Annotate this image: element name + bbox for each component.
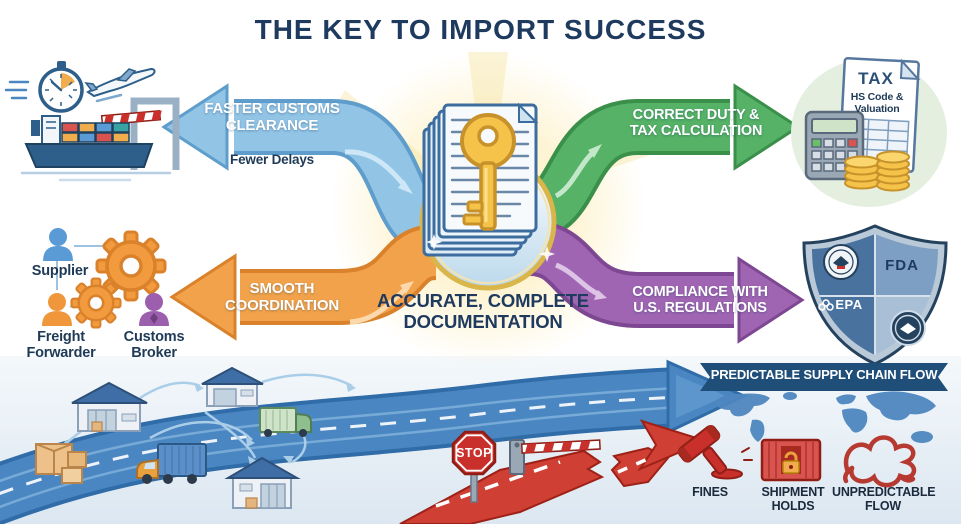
documents-key-icon xyxy=(419,102,557,291)
banner-ribbon xyxy=(700,363,948,391)
stop-sign-label: STOP xyxy=(456,446,492,460)
page-title: THE KEY TO IMPORT SUCCESS xyxy=(254,14,707,45)
smooth-coordination-label: SMOOTH COORDINATION xyxy=(225,280,339,314)
barrier-gate-icon xyxy=(509,439,601,475)
broken-road xyxy=(399,419,709,524)
supplier-icon xyxy=(43,228,73,261)
arrow-smooth-coordination xyxy=(169,224,439,341)
coordination-illustration xyxy=(42,228,169,329)
supply-chain-illustration xyxy=(0,359,948,524)
gavel-icon xyxy=(677,424,753,480)
flow-road-arrow xyxy=(0,359,748,524)
regulatory-shield-icon xyxy=(802,224,948,366)
coins-icon xyxy=(844,150,910,192)
gear-small-icon xyxy=(70,277,122,329)
warehouse-icon xyxy=(224,456,301,509)
freight-forwarder-icon xyxy=(42,293,72,326)
epa-logo-label: EPA xyxy=(835,297,863,312)
truck-icon xyxy=(259,407,312,437)
freight-forwarder-label: Freight Forwarder xyxy=(26,329,96,362)
predictable-flow-banner-label: PREDICTABLE SUPPLY CHAIN FLOW xyxy=(710,367,938,382)
correct-duty-label: CORRECT DUTY & TAX CALCULATION xyxy=(629,107,763,140)
tax-heading: TAX xyxy=(858,69,894,88)
fda-logo-label: FDA xyxy=(885,257,919,274)
warehouse-icon xyxy=(201,366,264,407)
cbp-seal-icon xyxy=(823,244,859,280)
clearance-illustration xyxy=(4,61,180,182)
stop-sign-icon xyxy=(451,430,497,503)
tangle-icon xyxy=(843,435,917,488)
airplane-icon xyxy=(84,67,156,103)
boxes-icon xyxy=(35,443,87,484)
hs-code-label: HS Code & Valuation xyxy=(850,91,904,115)
customs-broker-icon xyxy=(139,293,169,326)
faster-customs-label: FASTER CUSTOMS CLEARANCE xyxy=(204,100,340,134)
world-map xyxy=(714,391,936,443)
stopwatch-icon xyxy=(4,61,84,113)
compliance-label: COMPLIANCE WITH U.S. REGULATIONS xyxy=(632,284,768,317)
cargo-ship-icon xyxy=(20,115,172,182)
customs-gate-icon xyxy=(100,97,180,170)
container-lock-icon xyxy=(760,438,822,482)
truck-icon xyxy=(136,443,207,484)
unpredictable-flow-label: UNPREDICTABLE FLOW xyxy=(832,485,936,513)
fines-label: FINES xyxy=(692,485,728,499)
supplier-label: Supplier xyxy=(31,263,89,279)
gear-icon xyxy=(95,230,167,302)
shipment-holds-label: SHIPMENT HOLDS xyxy=(761,485,825,513)
customs-broker-label: Customs Broker xyxy=(123,329,185,362)
key-icon xyxy=(460,113,516,231)
tax-illustration xyxy=(791,56,947,207)
fewer-delays-label: Fewer Delays xyxy=(230,152,314,167)
center-label: ACCURATE, COMPLETE DOCUMENTATION xyxy=(377,290,589,332)
epa-flower-icon xyxy=(818,299,834,311)
dhs-seal-icon xyxy=(890,310,926,346)
warehouse-icon xyxy=(71,381,148,432)
